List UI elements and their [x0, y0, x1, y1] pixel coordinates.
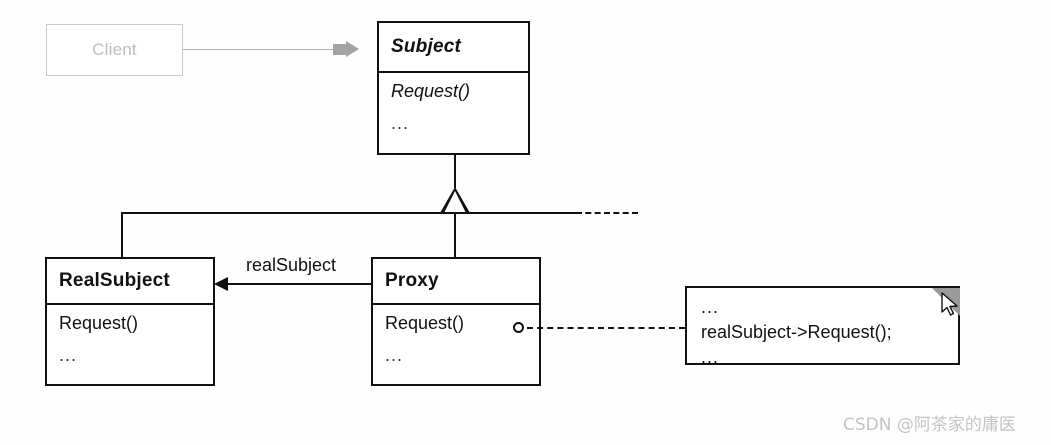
class-members-compartment-proxy: Request() ... — [373, 305, 539, 384]
class-name-proxy: Proxy — [385, 270, 439, 291]
note-anchor-socket-icon — [513, 322, 524, 333]
class-members-compartment-realsubject: Request() ... — [47, 305, 213, 384]
class-name-realsubject: RealSubject — [59, 270, 170, 291]
note-line-2: realSubject->Request(); — [701, 321, 892, 342]
class-member-realsubject-request: Request() — [59, 313, 139, 333]
class-member-proxy-request: Request() — [385, 313, 465, 333]
watermark-text: CSDN @阿茶家的庸医 — [843, 415, 1016, 435]
note-box-proxy-implementation[interactable]: ... realSubject->Request(); ... — [685, 286, 960, 365]
class-member-subject-ellipsis: ... — [391, 112, 410, 133]
association-line-proxy-realsubject — [228, 283, 371, 285]
class-name-client: Client — [92, 40, 137, 59]
generalization-bus-line — [121, 212, 576, 214]
class-member-subject-request: Request() — [391, 81, 471, 101]
association-arrowhead-client-subject — [346, 41, 359, 57]
class-members-compartment-subject: Request() ... — [379, 73, 528, 153]
class-box-proxy[interactable]: Proxy Request() ... — [371, 257, 541, 386]
mouse-pointer-icon — [941, 292, 961, 318]
class-name-subject: Subject — [391, 36, 462, 57]
class-box-client[interactable]: Client — [46, 24, 183, 76]
generalization-stem-subject — [454, 155, 456, 188]
generalization-drop-proxy — [454, 212, 456, 259]
note-anchor-dashed-line — [527, 327, 685, 329]
association-label-realsubject: realSubject — [246, 255, 337, 275]
class-box-subject[interactable]: Subject Request() ... — [377, 21, 530, 155]
note-line-1: ... — [701, 297, 720, 317]
class-title-compartment-proxy: Proxy — [373, 259, 539, 305]
class-member-realsubject-ellipsis: ... — [59, 344, 78, 365]
generalization-drop-realsubject — [121, 212, 123, 259]
class-box-realsubject[interactable]: RealSubject Request() ... — [45, 257, 215, 386]
class-member-proxy-ellipsis: ... — [385, 344, 404, 365]
class-title-compartment-subject: Subject — [379, 23, 528, 73]
generalization-triangle-icon — [440, 187, 470, 213]
association-line-client-subject — [183, 49, 333, 50]
class-title-compartment-realsubject: RealSubject — [47, 259, 213, 305]
note-line-3: ... — [701, 346, 720, 365]
association-arrowhead-proxy-realsubject — [214, 277, 228, 291]
association-arrow-tail-client-subject — [333, 44, 346, 55]
generalization-bus-dashed-extension — [576, 212, 638, 214]
